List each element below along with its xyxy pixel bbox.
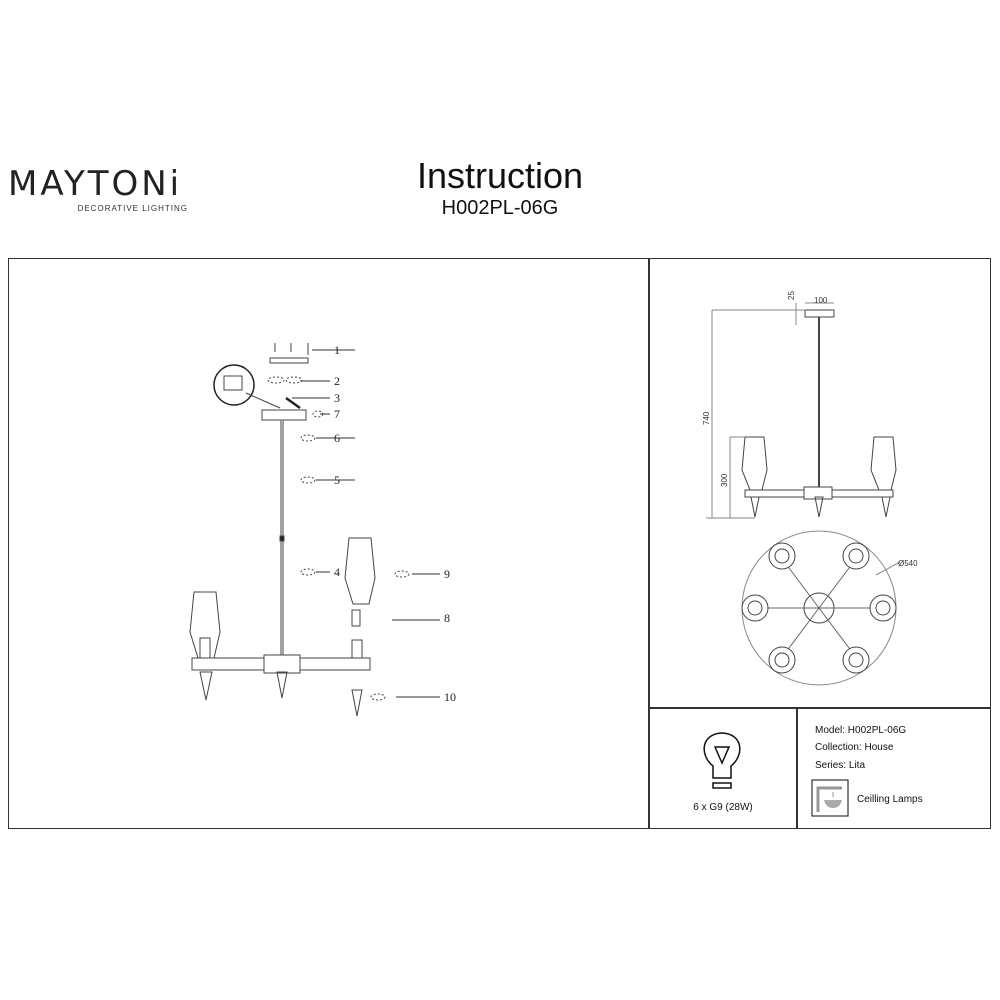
part-label: 8 [444, 611, 450, 625]
part-label: 2 [334, 374, 340, 388]
spec-category: Ceilling Lamps [857, 794, 923, 805]
spec-model: Model: H002PL-06G [815, 725, 907, 736]
divider [796, 707, 798, 829]
brand-name: MAYTONi [8, 164, 183, 204]
spec-collection: Collection: House [815, 742, 894, 753]
part-label: 7 [334, 407, 340, 421]
bulb-spec: 6 x G9 (28W) [693, 802, 753, 813]
spec-series: Series: Lita [815, 760, 866, 771]
document-title: Instruction H002PL-06G [350, 155, 650, 219]
terminal-block [223, 375, 243, 391]
dimension-lamp-height: 300 [720, 473, 729, 487]
part-label: 3 [334, 391, 340, 405]
shade [344, 537, 376, 605]
wiring-detail-icon [213, 364, 255, 406]
ceiling-lamp-icon [811, 779, 849, 817]
dimension-diameter: Ø540 [898, 559, 918, 568]
content-frame [8, 258, 991, 829]
part-label: 9 [444, 567, 450, 581]
part-label: 6 [334, 431, 340, 445]
part-label: 10 [444, 690, 456, 704]
dimension-total-height: 740 [702, 411, 711, 425]
part-label: 1 [334, 343, 340, 357]
brand-tagline: DECORATIVE LIGHTING [77, 204, 188, 213]
part-label: 4 [334, 565, 340, 579]
dimension-canopy-width: 100 [814, 296, 828, 305]
brand-logo: MAYTONi DECORATIVE LIGHTING [8, 166, 188, 213]
divider [648, 707, 991, 709]
shade [189, 591, 221, 659]
divider [648, 258, 650, 829]
model-code: H002PL-06G [441, 197, 559, 219]
dimension-drawing: 100 25 740 300 Ø540 [702, 291, 918, 686]
page-title: Instruction [416, 155, 584, 196]
canopy [261, 409, 307, 421]
part-label: 5 [334, 473, 340, 487]
dimension-canopy-height: 25 [787, 291, 796, 300]
bulb-icon [703, 732, 741, 789]
